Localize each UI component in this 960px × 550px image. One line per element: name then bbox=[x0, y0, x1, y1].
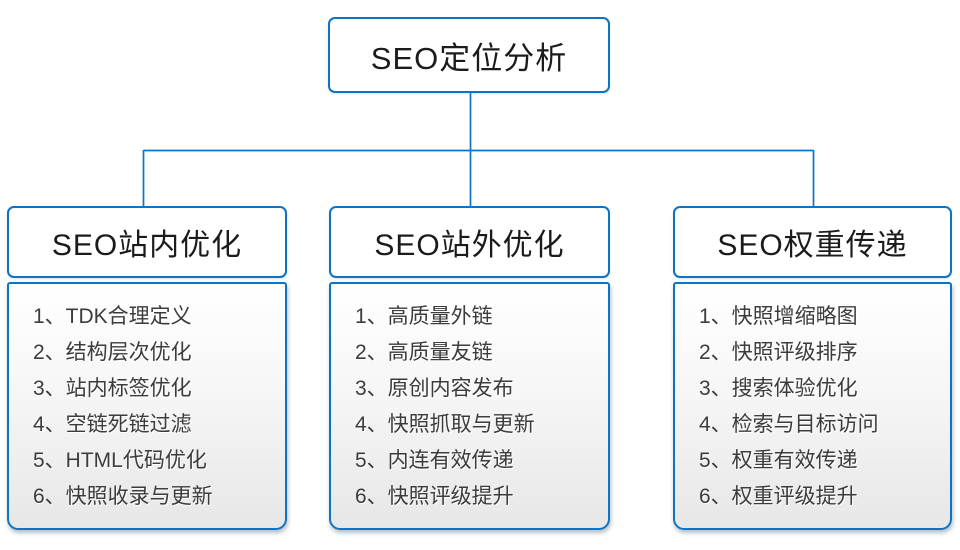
list-item: 6、权重评级提升 bbox=[699, 485, 858, 508]
list-item: 6、快照收录与更新 bbox=[33, 485, 213, 508]
list-item: 2、高质量友链 bbox=[355, 341, 493, 364]
branch-item-list: 1、TDK合理定义 2、结构层次优化 3、站内标签优化 4、空链死链过滤 5、H… bbox=[33, 299, 275, 515]
branch-header-label: SEO站内优化 bbox=[51, 229, 243, 262]
root-node-seo-positioning: SEO定位分析 bbox=[328, 17, 610, 93]
branch-list-onsite: 1、TDK合理定义 2、结构层次优化 3、站内标签优化 4、空链死链过滤 5、H… bbox=[7, 282, 287, 530]
list-item: 5、HTML代码优化 bbox=[33, 449, 207, 472]
branch-header-weight: SEO权重传递 bbox=[673, 206, 952, 278]
root-node-label: SEO定位分析 bbox=[370, 40, 568, 76]
list-item: 3、原创内容发布 bbox=[355, 377, 514, 400]
list-item: 1、高质量外链 bbox=[355, 305, 493, 328]
branch-list-offsite: 1、高质量外链 2、高质量友链 3、原创内容发布 4、快照抓取与更新 5、内连有… bbox=[329, 282, 610, 530]
list-item: 1、TDK合理定义 bbox=[33, 305, 192, 328]
branch-header-onsite: SEO站内优化 bbox=[7, 206, 287, 278]
branch-item-list: 1、快照增缩略图 2、快照评级排序 3、搜索体验优化 4、检索与目标访问 5、权… bbox=[699, 299, 940, 515]
branch-header-label: SEO权重传递 bbox=[717, 229, 908, 262]
list-item: 4、检索与目标访问 bbox=[699, 413, 879, 436]
branch-list-weight: 1、快照增缩略图 2、快照评级排序 3、搜索体验优化 4、检索与目标访问 5、权… bbox=[673, 282, 952, 530]
branch-item-list: 1、高质量外链 2、高质量友链 3、原创内容发布 4、快照抓取与更新 5、内连有… bbox=[355, 299, 598, 515]
list-item: 5、权重有效传递 bbox=[699, 449, 858, 472]
list-item: 3、站内标签优化 bbox=[33, 377, 192, 400]
list-item: 5、内连有效传递 bbox=[355, 449, 514, 472]
list-item: 4、空链死链过滤 bbox=[33, 413, 192, 436]
branch-header-offsite: SEO站外优化 bbox=[329, 206, 610, 278]
list-item: 2、结构层次优化 bbox=[33, 341, 192, 364]
list-item: 1、快照增缩略图 bbox=[699, 305, 858, 328]
list-item: 4、快照抓取与更新 bbox=[355, 413, 535, 436]
branch-header-label: SEO站外优化 bbox=[374, 229, 565, 262]
list-item: 3、搜索体验优化 bbox=[699, 377, 858, 400]
list-item: 6、快照评级提升 bbox=[355, 485, 514, 508]
list-item: 2、快照评级排序 bbox=[699, 341, 858, 364]
